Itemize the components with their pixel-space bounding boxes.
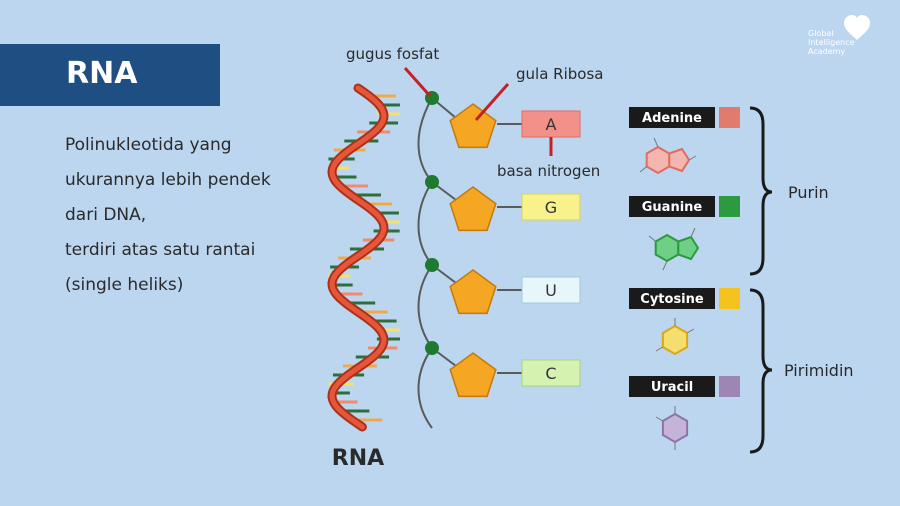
legend-color-swatch — [719, 376, 740, 397]
legend-name-bar — [629, 376, 715, 397]
ribose-pentagon — [449, 352, 497, 398]
logo-line: Academy — [808, 47, 846, 56]
base-box-u — [521, 276, 581, 304]
description-line: dari DNA, — [65, 205, 147, 225]
base-letter-c: C — [545, 364, 556, 383]
guanine-molecule-icon — [648, 227, 700, 271]
ribose-pentagon — [449, 103, 497, 149]
uracil-molecule-icon — [655, 406, 689, 450]
purin-brace — [749, 106, 773, 276]
slide-title: RNA — [66, 56, 138, 91]
base-box-c — [521, 359, 581, 387]
legend-name: Cytosine — [640, 292, 704, 307]
legend-color-swatch — [719, 288, 740, 309]
base-box-g — [521, 193, 581, 221]
legend-color-swatch — [719, 196, 740, 217]
description-line: Polinukleotida yang — [65, 135, 232, 155]
legend-adenine: Adenine — [629, 107, 740, 128]
legend-name-bar — [629, 196, 715, 217]
legend-uracil: Uracil — [629, 376, 740, 397]
description-line: terdiri atas satu rantai — [65, 240, 256, 260]
title-banner: RNA — [0, 44, 220, 106]
helix-label: RNA — [332, 446, 384, 471]
ribose-pentagon — [449, 269, 497, 315]
phosphate-dot — [425, 175, 439, 189]
heart-logo-icon — [844, 15, 870, 40]
phosphate-dot — [425, 258, 439, 272]
legend-name-bar — [629, 107, 715, 128]
legend-name: Uracil — [651, 380, 693, 395]
legend-name-bar — [629, 288, 715, 309]
sugar-pointer — [474, 83, 510, 121]
legend-color-swatch — [719, 107, 740, 128]
phosphate-pointer — [403, 67, 432, 97]
nucleotide-strand: A G U C — [417, 91, 581, 429]
legend-guanine: Guanine — [629, 196, 740, 217]
description-line: ukurannya lebih pendek — [65, 170, 271, 190]
legend-cytosine: Cytosine — [629, 288, 740, 309]
cytosine-molecule-icon — [655, 318, 695, 356]
group-purin: Purin — [788, 183, 829, 202]
base-letter-g: G — [545, 198, 557, 217]
legend-name: Guanine — [642, 200, 703, 215]
phosphate-label: gugus fosfat — [346, 45, 439, 63]
base-label: basa nitrogen — [497, 162, 600, 180]
logo-text: Global Intelligence Academy — [808, 29, 855, 56]
description-line: (single heliks) — [65, 275, 184, 295]
rna-helix — [327, 83, 400, 432]
logo-line: Global — [808, 29, 834, 38]
sugar-label: gula Ribosa — [516, 65, 603, 83]
logo-line: Intelligence — [808, 38, 855, 47]
base-letter-u: U — [545, 281, 557, 300]
ribose-pentagon — [449, 186, 497, 232]
group-pirimidin: Pirimidin — [784, 361, 854, 380]
helix-backbone — [329, 85, 387, 430]
adenine-molecule-icon — [639, 137, 697, 175]
phosphate-dot — [425, 341, 439, 355]
base-letter-a: A — [546, 115, 557, 134]
pirimidin-brace — [749, 288, 773, 454]
legend-name: Adenine — [642, 111, 702, 126]
description: Polinukleotida yang ukurannya lebih pend… — [65, 128, 325, 303]
